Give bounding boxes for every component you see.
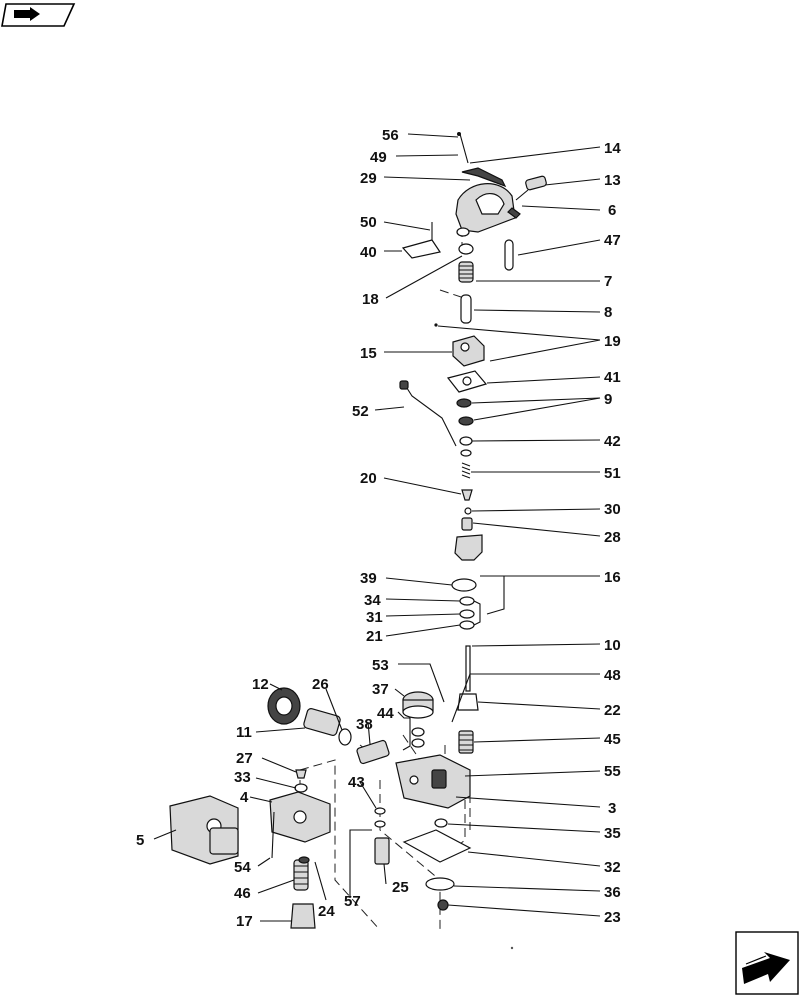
callout-27: 27: [236, 750, 253, 767]
leader-lines: [153, 133, 601, 922]
callout-48: 48: [604, 667, 621, 684]
callout-49: 49: [370, 149, 387, 166]
callout-32: 32: [604, 859, 621, 876]
parts: [169, 132, 547, 929]
callout-33: 33: [234, 769, 251, 786]
callout-44: 44: [377, 705, 394, 722]
callout-19: 19: [604, 333, 621, 350]
callout-9: 9: [604, 391, 612, 408]
callout-36: 36: [604, 884, 621, 901]
callout-17: 17: [236, 913, 253, 930]
callout-24: 24: [318, 903, 335, 920]
callout-31: 31: [366, 609, 383, 626]
callout-52: 52: [352, 403, 369, 420]
callout-14: 14: [604, 140, 621, 157]
callout-21: 21: [366, 628, 383, 645]
callout-13: 13: [604, 172, 621, 189]
book-arrow-icon[interactable]: [1, 3, 76, 27]
callout-18: 18: [362, 291, 379, 308]
callout-7: 7: [604, 273, 612, 290]
callout-37: 37: [372, 681, 389, 698]
callout-46: 46: [234, 885, 251, 902]
callout-labels: 56 49 14 29 13 6 50 47 40 7 18 8 19 15 4…: [136, 127, 621, 930]
callout-8: 8: [604, 304, 612, 321]
next-page-arrow-icon[interactable]: [735, 931, 799, 995]
callout-40: 40: [360, 244, 377, 261]
callout-34: 34: [364, 592, 381, 609]
callout-20: 20: [360, 470, 377, 487]
callout-51: 51: [604, 465, 621, 482]
callout-25: 25: [392, 879, 409, 896]
callout-22: 22: [604, 702, 621, 719]
callout-57: 57: [344, 893, 361, 910]
callout-29: 29: [360, 170, 377, 187]
callout-43: 43: [348, 774, 365, 791]
callout-30: 30: [604, 501, 621, 518]
callout-38: 38: [356, 716, 373, 733]
callout-50: 50: [360, 214, 377, 231]
callout-35: 35: [604, 825, 621, 842]
callout-56: 56: [382, 127, 399, 144]
callout-3: 3: [608, 800, 616, 817]
callout-54: 54: [234, 859, 251, 876]
callout-12: 12: [252, 676, 269, 693]
callout-39: 39: [360, 570, 377, 587]
callout-11: 11: [236, 724, 252, 741]
callout-15: 15: [360, 345, 377, 362]
callout-53: 53: [372, 657, 389, 674]
callout-23: 23: [604, 909, 621, 926]
callout-26: 26: [312, 676, 329, 693]
callout-16: 16: [604, 569, 621, 586]
callout-10: 10: [604, 637, 621, 654]
callout-55: 55: [604, 763, 621, 780]
callout-5: 5: [136, 832, 144, 849]
callout-41: 41: [604, 369, 621, 386]
callout-28: 28: [604, 529, 621, 546]
callout-45: 45: [604, 731, 621, 748]
callout-47: 47: [604, 232, 621, 249]
callout-42: 42: [604, 433, 621, 450]
callout-6: 6: [608, 202, 616, 219]
callout-4: 4: [240, 789, 249, 806]
stray-dot: [510, 946, 514, 950]
